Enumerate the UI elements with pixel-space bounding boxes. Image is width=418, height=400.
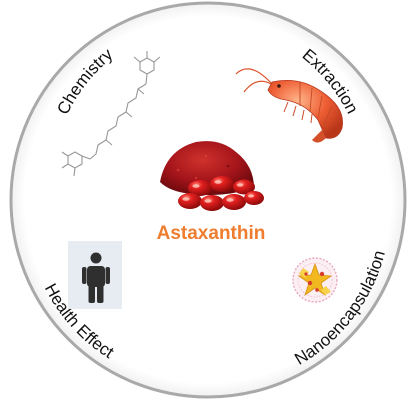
person-icon (68, 241, 122, 309)
nanoparticle-icon (292, 257, 338, 303)
center-title: Astaxanthin (157, 223, 266, 244)
shrimp-icon (235, 68, 343, 143)
powder-and-capsules-image (160, 141, 264, 211)
molecule-structure-icon (61, 51, 161, 177)
